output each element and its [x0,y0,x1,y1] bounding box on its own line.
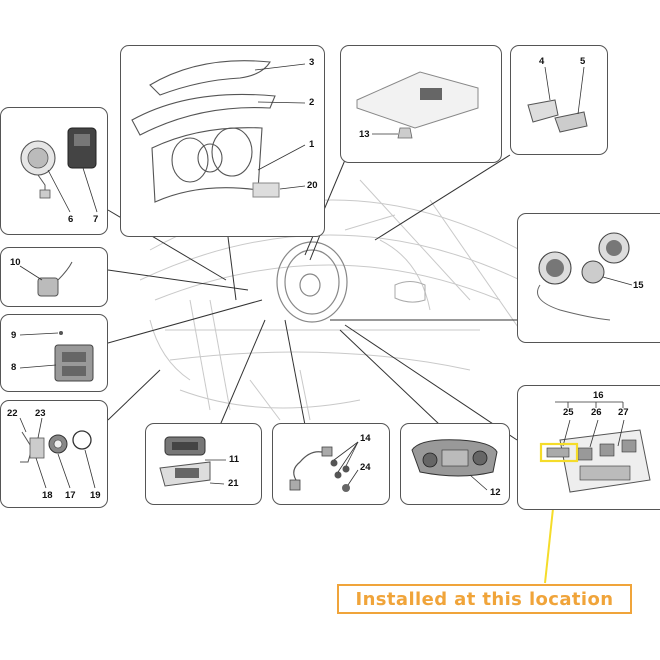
part-label-1: 1 [309,139,315,150]
part-label-9: 9 [11,330,17,341]
part-label-27: 27 [618,407,629,418]
part-label-23: 23 [35,408,46,419]
part-label-8: 8 [11,362,17,373]
callout-text: Installed at this location [355,588,614,610]
part-label-11: 11 [229,454,240,465]
part-label-16: 16 [593,390,604,401]
part-label-2: 2 [309,97,315,108]
part-label-22: 22 [7,408,18,419]
part-label-4: 4 [539,56,545,67]
panel-instrument-cluster [120,45,325,237]
part-label-20: 20 [307,180,318,191]
part-label-26: 26 [591,407,602,418]
panel-ignition-parts [0,400,108,508]
part-label-21: 21 [228,478,239,489]
part-label-7: 7 [93,214,99,225]
part-label-12: 12 [490,487,501,498]
part-label-19: 19 [90,490,101,501]
part-label-10: 10 [10,257,21,268]
part-label-3: 3 [309,57,315,68]
part-label-5: 5 [580,56,586,67]
panel-switch-10 [0,247,108,307]
panel-switches-4-5 [510,45,608,155]
part-label-18: 18 [42,490,53,501]
highlight-box [539,442,579,463]
part-20-sketch [252,182,280,198]
part-label-24: 24 [360,462,371,473]
part-label-25: 25 [563,407,574,418]
part-label-17: 17 [65,490,76,501]
part-label-6: 6 [68,214,74,225]
steering-wheel-sketch [276,241,348,323]
part-label-13: 13 [359,129,370,140]
part-label-14: 14 [360,433,371,444]
installed-location-callout: Installed at this location [337,584,632,614]
part-label-15: 15 [633,280,644,291]
